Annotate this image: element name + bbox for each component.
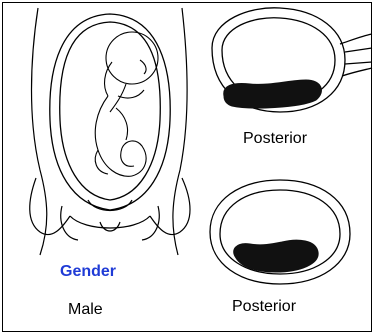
placenta-posterior-top (224, 80, 322, 108)
posterior-label-bottom: Posterior (232, 298, 296, 316)
fetus-drawing (95, 32, 158, 176)
gender-value: Male (68, 301, 103, 319)
gender-title: Gender (60, 263, 116, 281)
placenta-posterior-bottom (234, 240, 318, 272)
posterior-label-top: Posterior (243, 130, 307, 148)
